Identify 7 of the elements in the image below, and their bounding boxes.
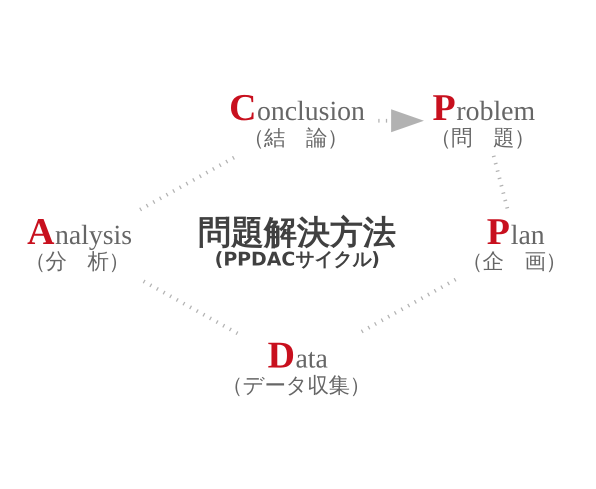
node-text: Problem （問 題） [430,87,536,150]
connector [492,155,510,210]
node-text: Analysis （分 析） [24,210,132,274]
arrow [378,109,424,132]
node-text: Plan （企 画） [462,210,566,274]
node-text: Conclusion （結 論） [229,87,365,150]
node-text: Data （データ収集） [222,334,371,398]
